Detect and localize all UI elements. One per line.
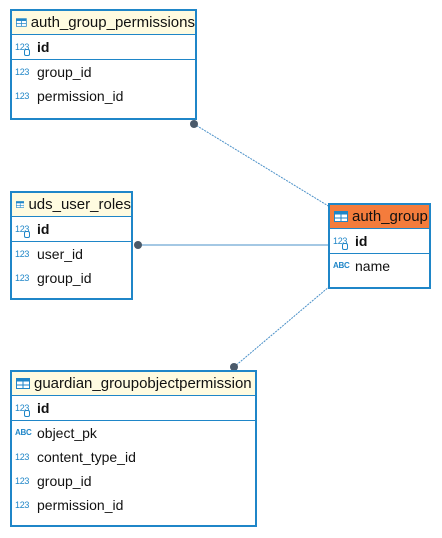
column-name: permission_id <box>37 497 124 513</box>
column-name: id <box>37 39 50 55</box>
column-row[interactable]: 123 user_id <box>12 242 131 266</box>
table-icon <box>16 18 27 27</box>
column-row[interactable]: 123 content_type_id <box>12 445 255 469</box>
column-row[interactable]: 123 group_id <box>12 469 255 493</box>
column-name: group_id <box>37 270 92 286</box>
column-name: name <box>355 258 391 274</box>
table-icon <box>16 378 30 389</box>
key-icon: 123 <box>15 224 33 238</box>
key-icon: 123 <box>15 403 33 417</box>
entity-uds-user-roles[interactable]: uds_user_roles 123 id 123 user_id 123 gr… <box>10 191 133 300</box>
column-row[interactable]: 123 permission_id <box>12 493 255 517</box>
text-type-icon: ABC <box>15 428 32 437</box>
column-name: permission_id <box>37 88 124 104</box>
key-icon: 123 <box>15 42 33 56</box>
entity-header[interactable]: uds_user_roles <box>12 193 131 217</box>
entity-header[interactable]: guardian_groupobjectpermission <box>12 372 255 396</box>
primary-key-row[interactable]: 123 id <box>330 229 429 253</box>
column-name: group_id <box>37 473 92 489</box>
column-name: id <box>37 221 50 237</box>
column-row[interactable]: ABC name <box>330 254 429 278</box>
table-icon <box>334 211 348 222</box>
column-row[interactable]: ABC object_pk <box>12 421 255 445</box>
entity-guardian-groupobjectpermission[interactable]: guardian_groupobjectpermission 123 id AB… <box>10 370 257 527</box>
primary-key-row[interactable]: 123 id <box>12 35 195 59</box>
entity-title: uds_user_roles <box>28 196 131 213</box>
column-name: id <box>355 233 368 249</box>
numeric-type-icon: 123 <box>15 272 30 283</box>
numeric-type-icon: 123 <box>15 248 30 259</box>
column-row[interactable]: 123 group_id <box>12 266 131 290</box>
entity-title: auth_group <box>352 208 428 225</box>
entity-auth-group-permissions[interactable]: auth_group_permissions 123 id 123 group_… <box>10 9 197 120</box>
connector-guardian-groupobjectpermission <box>233 285 331 368</box>
table-icon <box>16 201 25 208</box>
column-row[interactable]: 123 permission_id <box>12 84 195 108</box>
column-name: object_pk <box>37 425 97 441</box>
numeric-type-icon: 123 <box>15 66 30 77</box>
numeric-type-icon: 123 <box>15 451 30 462</box>
numeric-type-icon: 123 <box>15 499 30 510</box>
entity-title: auth_group_permissions <box>30 14 195 31</box>
connector-endpoint-auth-group-permissions <box>190 120 198 128</box>
column-row[interactable]: 123 group_id <box>12 60 195 84</box>
primary-key-row[interactable]: 123 id <box>12 217 131 241</box>
column-name: id <box>37 400 50 416</box>
entity-header[interactable]: auth_group_permissions <box>12 11 195 35</box>
entity-header[interactable]: auth_group <box>330 205 429 229</box>
entity-title: guardian_groupobjectpermission <box>34 375 252 392</box>
text-type-icon: ABC <box>333 261 350 270</box>
column-name: group_id <box>37 64 92 80</box>
numeric-type-icon: 123 <box>15 90 30 101</box>
key-icon: 123 <box>333 236 351 250</box>
column-name: user_id <box>37 246 83 262</box>
numeric-type-icon: 123 <box>15 475 30 486</box>
connector-endpoint-uds-user-roles <box>134 241 142 249</box>
entity-auth-group[interactable]: auth_group 123 id ABC name <box>328 203 431 289</box>
connector-endpoint-guardian-groupobjectpermission <box>230 363 238 371</box>
primary-key-row[interactable]: 123 id <box>12 396 255 420</box>
connector-auth-group-permissions <box>193 123 331 208</box>
column-name: content_type_id <box>37 449 136 465</box>
